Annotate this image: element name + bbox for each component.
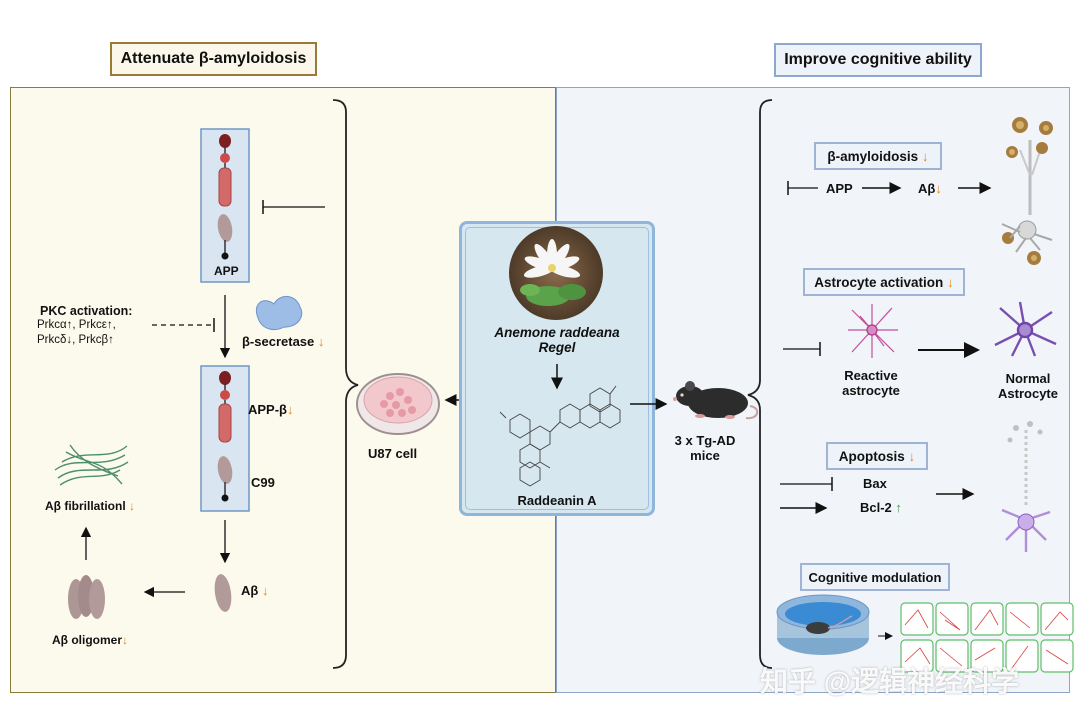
amyloid-neuron-icon — [1001, 117, 1053, 265]
normal-astrocyte-line-1: Normal — [1005, 371, 1051, 386]
abeta-monomer-icon — [214, 574, 232, 612]
bcl2-text: Bcl-2 — [860, 500, 892, 515]
app-right-label: APP — [826, 181, 853, 196]
apoptosis-down-arrow: ↓ — [908, 448, 916, 464]
reactive-astrocyte-icon — [848, 304, 898, 358]
maze-paths — [904, 609, 1069, 669]
oligomer-label: Aβ oligomer↓ — [52, 633, 128, 647]
astrocyte-activation-box: Astrocyte activation ↓ — [803, 268, 965, 296]
left-brace — [332, 99, 359, 669]
plant-name-line-2: Regel — [538, 340, 576, 355]
u87-label: U87 cell — [368, 446, 418, 461]
header-attenuate-label: Attenuate β-amyloidosis — [120, 50, 307, 67]
abeta-right-down-arrow: ↓ — [935, 181, 942, 196]
abeta-right-text: Aβ — [918, 181, 936, 196]
bcl2-up-arrow: ↑ — [895, 500, 902, 515]
fibrillation-text: Aβ fibrillationl — [45, 499, 126, 513]
app-beta-text: APP-β — [248, 402, 287, 417]
mice-label: 3 x Tg-AD mice — [665, 433, 745, 463]
apoptosis-box: Apoptosis ↓ — [826, 442, 928, 470]
header-attenuate: Attenuate β-amyloidosis — [110, 42, 317, 76]
oligomer-down-arrow: ↓ — [122, 633, 128, 647]
app-protein-icon — [217, 134, 233, 260]
app-beta-protein-icon — [217, 371, 233, 502]
apoptotic-neuron-icon — [1001, 421, 1051, 552]
astrocyte-down-arrow: ↓ — [947, 274, 954, 290]
mice-label-line-2: mice — [690, 448, 720, 463]
compound-label: Raddeanin A — [517, 493, 597, 508]
c99-label: C99 — [251, 475, 275, 490]
beta-secretase-label: β-secretase ↓ — [242, 334, 324, 349]
right-brace — [747, 99, 773, 669]
amyloidosis-down-arrow: ↓ — [921, 148, 929, 164]
app-beta-down-arrow: ↓ — [287, 402, 294, 417]
reactive-astrocyte-line-1: Reactive — [844, 368, 898, 383]
abeta-text: Aβ — [241, 583, 259, 598]
astrocyte-activation-box-text: Astrocyte activation — [814, 274, 944, 290]
reactive-astrocyte-line-2: astrocyte — [842, 383, 900, 398]
beta-secretase-text: β-secretase — [242, 334, 315, 349]
app-label: APP — [214, 264, 239, 278]
normal-astrocyte-icon — [994, 301, 1057, 357]
header-improve: Improve cognitive ability — [774, 43, 982, 77]
watermark-text: 知乎 @逻辑神经科学 — [760, 666, 1020, 697]
app-beta-label: APP-β↓ — [248, 402, 294, 417]
pkc-title: PKC activation: — [40, 304, 133, 318]
maze-trajectories-grid — [900, 602, 1074, 673]
fibrillation-down-arrow: ↓ — [129, 499, 135, 513]
pkc-line-1: Prkcα↑, Prkcε↑, — [37, 319, 116, 331]
mice-label-line-1: 3 x Tg-AD — [674, 433, 736, 448]
normal-astrocyte-label: Normal Astrocyte — [990, 371, 1066, 401]
water-maze-icon — [776, 594, 870, 655]
fibrillation-label: Aβ fibrillationl ↓ — [45, 499, 135, 513]
abeta-fibril-icon — [54, 444, 129, 486]
beta-secretase-icon — [256, 296, 303, 331]
abeta-oligomer-icon — [68, 575, 105, 619]
beta-secretase-down-arrow: ↓ — [317, 334, 325, 349]
abeta-right-label: Aβ↓ — [918, 181, 942, 196]
normal-astrocyte-line-2: Astrocyte — [998, 386, 1058, 401]
plant-name: Anemone raddeana Regel — [472, 325, 642, 355]
oligomer-text: Aβ oligomer — [52, 633, 122, 647]
plant-name-line-1: Anemone raddeana — [494, 325, 620, 340]
bcl2-label: Bcl-2 ↑ — [860, 500, 902, 515]
apoptosis-box-text: Apoptosis — [838, 448, 905, 464]
anemone-plant-photo — [509, 226, 603, 320]
header-improve-label: Improve cognitive ability — [784, 51, 972, 68]
pkc-line-2: Prkcδ↓, Prkcβ↑ — [37, 334, 114, 346]
bax-label: Bax — [863, 476, 887, 491]
abeta-label: Aβ ↓ — [241, 583, 268, 598]
mouse-icon — [673, 381, 759, 420]
reactive-astrocyte-label: Reactive astrocyte — [830, 368, 912, 398]
raddeanin-a-structure — [499, 385, 621, 487]
amyloidosis-box-text: β-amyloidosis — [827, 148, 919, 164]
amyloidosis-box: β-amyloidosis ↓ — [814, 142, 942, 170]
cognitive-modulation-box: Cognitive modulation — [800, 563, 950, 591]
u87-dish-icon — [356, 373, 440, 435]
abeta-down-arrow: ↓ — [261, 583, 269, 598]
